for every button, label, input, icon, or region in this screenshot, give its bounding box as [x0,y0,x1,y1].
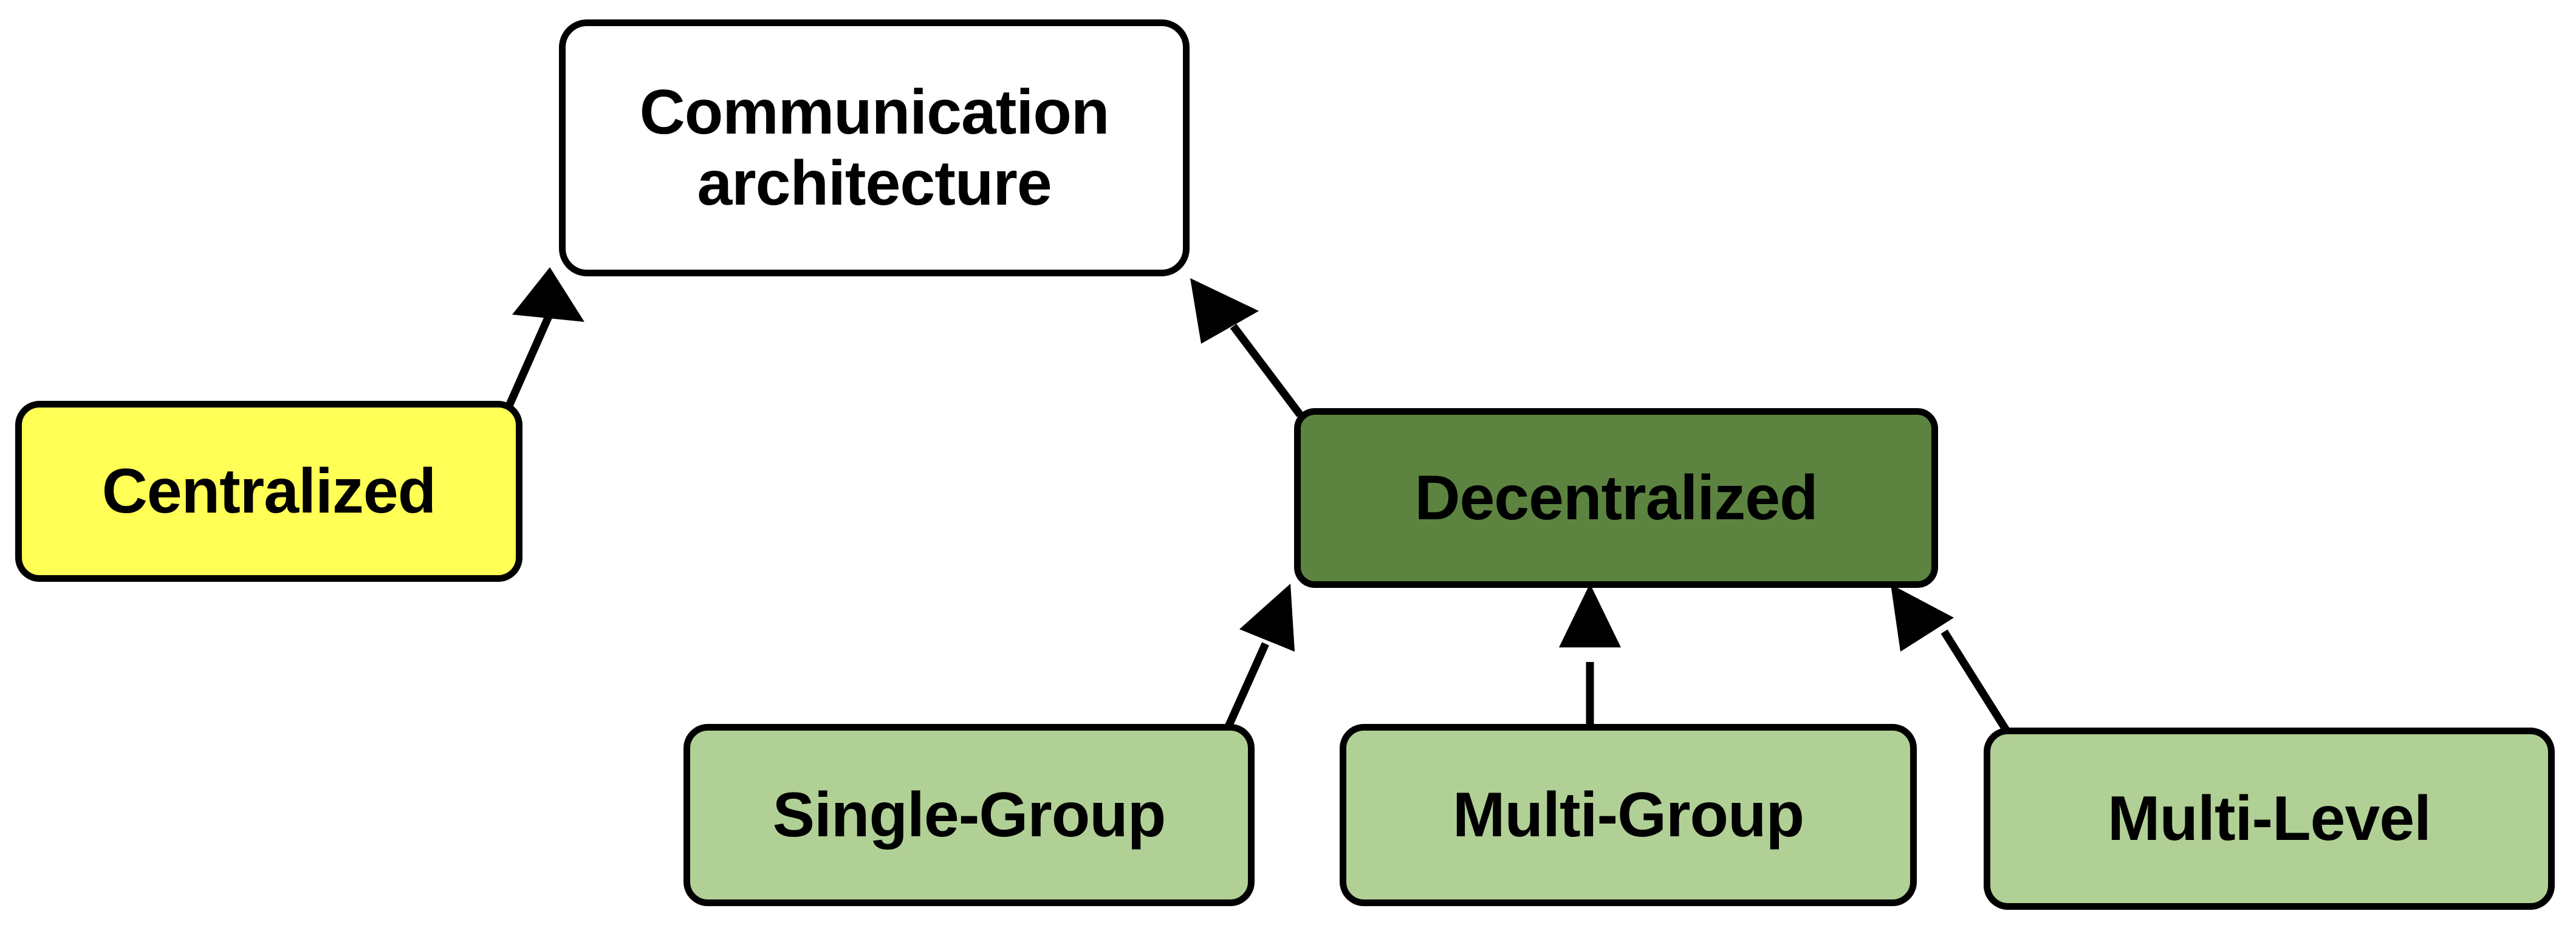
node-label-multi-group: Multi-Group [1452,779,1804,850]
edge-multi-group-to-decentralized [1559,584,1621,726]
node-label-single-group: Single-Group [772,779,1166,850]
node-label-multi-level: Multi-Level [2107,783,2431,854]
node-label-communication-architecture: Communication architecture [639,77,1110,219]
node-label-centralized: Centralized [101,455,437,527]
node-communication-architecture[interactable]: Communication architecture [559,19,1190,276]
node-decentralized[interactable]: Decentralized [1294,408,1938,588]
edge-centralized-to-root [505,267,584,408]
edge-decentralized-to-root [1190,278,1304,417]
edge-single-group-to-decentralized [1225,584,1295,728]
node-single-group[interactable]: Single-Group [683,724,1255,906]
edge-multi-level-to-decentralized [1891,584,2010,732]
node-label-decentralized: Decentralized [1414,462,1818,533]
node-multi-group[interactable]: Multi-Group [1340,724,1917,906]
node-multi-level[interactable]: Multi-Level [1984,728,2555,910]
node-centralized[interactable]: Centralized [15,401,522,582]
